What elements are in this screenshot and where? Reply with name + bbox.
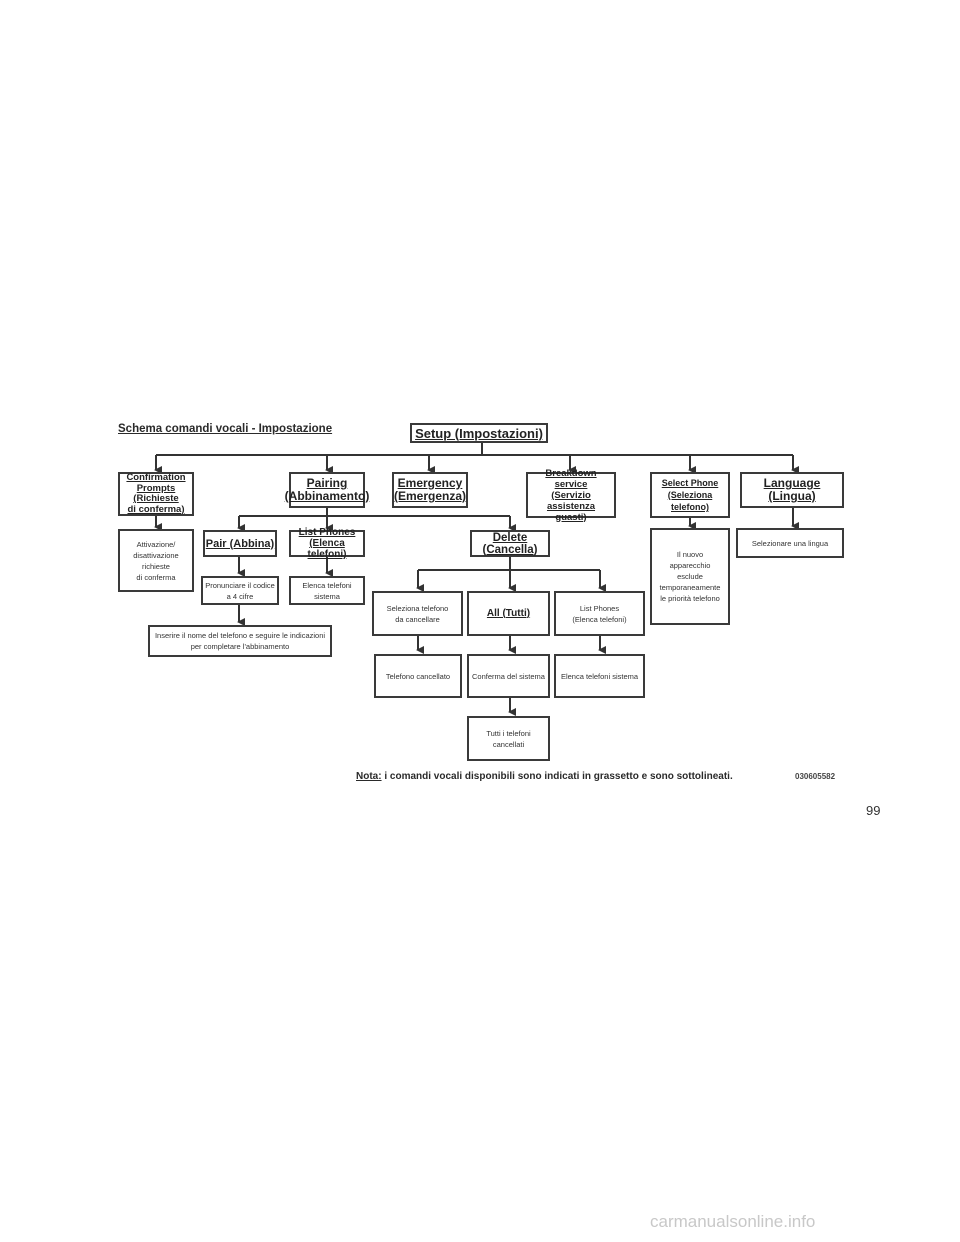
node-delete-list: List Phones(Elenca telefoni) — [554, 591, 645, 636]
node-line: a 4 cifre — [226, 591, 254, 601]
node-line: per completare l'abbinamento — [190, 642, 290, 651]
node-line: di conferma) — [127, 503, 185, 515]
diagram-title: Schema comandi vocali - Impostazione — [118, 423, 333, 435]
node-line: Emergency — [397, 476, 463, 490]
node-line: Telefono cancellato — [385, 671, 451, 681]
node-setup: Setup (Impostazioni) — [410, 423, 548, 443]
node-line: richieste — [142, 561, 170, 571]
node-line: Prompts — [136, 482, 176, 494]
node-language: Language(Lingua) — [740, 472, 844, 508]
node-line: Setup (Impostazioni) — [415, 425, 543, 441]
page-number: 99 — [866, 803, 881, 818]
node-list-phones: List Phones(Elenca telefoni) — [289, 527, 365, 560]
node-line: Delete — [492, 531, 528, 544]
node-line: Il nuovo — [676, 550, 704, 559]
node-line: (Elenca telefoni) — [307, 538, 347, 560]
node-line: temporaneamente — [659, 583, 721, 592]
node-line: le priorità telefono — [660, 594, 720, 603]
node-line: (Servizio assistenza — [546, 489, 596, 512]
watermark: carmanualsonline.info — [650, 1212, 816, 1231]
node-line: Breakdown service — [545, 467, 597, 490]
node-line: (Abbinamento) — [284, 489, 370, 503]
node-line: Conferma del sistema — [472, 671, 545, 681]
node-language-info: Selezionare una lingua — [736, 528, 844, 558]
node-line: Confirmation — [126, 472, 186, 483]
node-line: Pronunciare il codice — [205, 580, 275, 590]
node-line: Language — [763, 476, 821, 490]
node-line: All (Tutti) — [486, 607, 531, 619]
node-delete-all: All (Tutti) — [467, 591, 550, 636]
node-line: (Seleziona telefono) — [667, 490, 713, 512]
footnote-label: Nota: — [356, 771, 382, 782]
node-line: (Richieste — [133, 493, 179, 504]
node-line: cancellati — [492, 739, 525, 749]
footnote-text: i comandi vocali disponibili sono indica… — [381, 771, 733, 782]
node-line: da cancellare — [395, 614, 440, 624]
node-line: (Emergenza) — [393, 489, 467, 503]
node-line: Attivazione/ — [136, 539, 176, 549]
node-phone-deleted: Telefono cancellato — [374, 654, 462, 698]
node-select-phone-info: Il nuovo apparecchio esclude temporaneament… — [650, 528, 730, 625]
node-line: List Phones — [298, 527, 356, 538]
node-emergency: Emergency(Emergenza) — [392, 472, 468, 508]
node-line: Inserire il nome del telefono e seguire … — [154, 631, 326, 640]
node-line: di conferma — [136, 572, 176, 582]
node-line: apparecchio — [669, 561, 711, 570]
node-name-info: Inserire il nome del telefono e seguire … — [148, 625, 332, 657]
node-line: (Cancella) — [482, 543, 538, 556]
node-line: guasti) — [555, 511, 587, 523]
node-select-phone: Select Phone (Seleziona telefono) — [650, 472, 730, 518]
node-line: (Lingua) — [768, 489, 816, 503]
node-pairing: Pairing(Abbinamento) — [285, 472, 369, 508]
node-line: Tutti i telefoni — [486, 728, 531, 738]
node-line: Select Phone — [661, 478, 719, 488]
node-list-system: Elenca telefoni sistema — [554, 654, 645, 698]
node-pair: Pair (Abbina) — [203, 530, 277, 557]
node-line: disattivazione — [133, 550, 179, 560]
node-line: Elenca telefoni sistema — [560, 671, 639, 681]
node-line: Elenca telefoni — [302, 580, 352, 590]
node-line: Selezionare una lingua — [751, 538, 829, 548]
node-line: Pair (Abbina) — [205, 537, 275, 550]
node-line: esclude — [677, 572, 703, 581]
node-line: List Phones — [579, 603, 620, 613]
figure-code: 030605582 — [795, 772, 836, 781]
node-line: Seleziona telefono — [386, 603, 449, 613]
node-line: (Elenca telefoni) — [572, 614, 627, 624]
node-line: sistema — [314, 591, 340, 601]
node-delete: Delete(Cancella) — [470, 530, 550, 557]
node-system-confirm: Conferma del sistema — [467, 654, 550, 698]
footnote: Nota: i comandi vocali disponibili sono … — [356, 771, 733, 782]
node-line: Pairing — [306, 476, 348, 490]
